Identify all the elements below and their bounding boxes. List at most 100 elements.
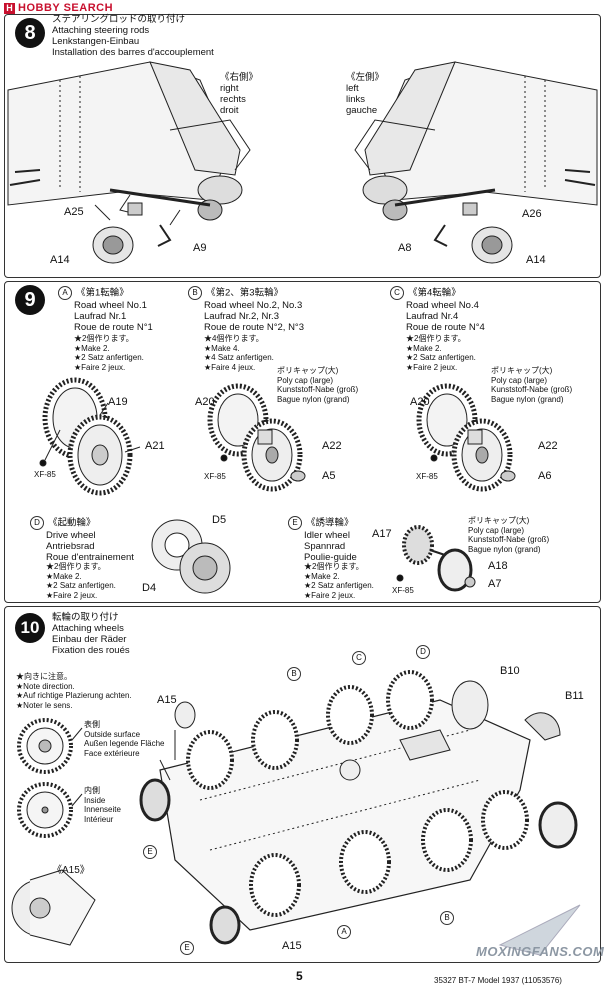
step9-b-notes: ★4個作ります。 ★Make 4. ★4 Satz anfertigen. ★F… bbox=[204, 334, 274, 372]
part-a21: A21 bbox=[145, 440, 165, 452]
right-fr: droit bbox=[220, 105, 239, 116]
page-number: 5 bbox=[296, 969, 303, 983]
polycap-c-jp: ポリキャップ(大) bbox=[491, 366, 553, 375]
right-de: rechts bbox=[220, 94, 246, 105]
part-a20-c: A20 bbox=[410, 396, 430, 408]
c-de: Laufrad Nr.4 bbox=[406, 311, 459, 322]
left-en: left bbox=[346, 83, 359, 94]
polycap-label-b: ポリキャップ(大) Poly cap (large) Kunststoff-Na… bbox=[277, 366, 358, 404]
part-a6: A6 bbox=[538, 470, 552, 482]
d-note-fr: ★Faire 2 jeux. bbox=[46, 590, 98, 600]
sub-a-circle: A bbox=[58, 286, 72, 300]
step9-a-notes: ★2個作ります。 ★Make 2. ★2 Satz anfertigen. ★F… bbox=[74, 334, 144, 372]
right-en: right bbox=[220, 83, 239, 94]
a-note-de: ★2 Satz anfertigen. bbox=[74, 353, 144, 362]
a-note-jp: ★2個作ります。 bbox=[74, 334, 134, 343]
in-en: Inside bbox=[84, 795, 106, 805]
sub-b-bottom-circle: B bbox=[440, 911, 454, 925]
step10-title-fr: Fixation des roués bbox=[52, 645, 130, 656]
out-fr: Face extérieure bbox=[84, 748, 140, 758]
note-fr: ★Noter le sens. bbox=[16, 700, 73, 710]
c-note-fr: ★Faire 2 jeux. bbox=[406, 362, 458, 372]
polycap-e-jp: ポリキャップ(大) bbox=[468, 516, 530, 525]
polycap-label-c: ポリキャップ(大) Poly cap (large) Kunststoff-Na… bbox=[491, 366, 572, 404]
d-note-jp: ★2個作ります。 bbox=[46, 562, 106, 571]
d-en: Drive wheel bbox=[46, 530, 96, 541]
note-en: ★Note direction. bbox=[16, 681, 75, 691]
step9-d-notes: ★2個作ります。 ★Make 2. ★2 Satz anfertigen. ★F… bbox=[46, 562, 116, 600]
step9-b-block: B《第2、第3転輪》 Road wheel No.2, No.3 Laufrad… bbox=[188, 286, 304, 333]
sub-c-circle: C bbox=[390, 286, 404, 300]
e-jp: 《誘導輪》 bbox=[306, 517, 354, 529]
c-jp: 《第4転輪》 bbox=[408, 287, 461, 299]
part-a18: A18 bbox=[488, 560, 508, 572]
step8-title-jp: ステアリングロッドの取り付け bbox=[52, 14, 186, 25]
step9-c-notes: ★2個作ります。 ★Make 2. ★2 Satz anfertigen. ★F… bbox=[406, 334, 476, 372]
polycap-e-fr: Bague nylon (grand) bbox=[468, 544, 541, 554]
step8-title-de: Lenkstangen-Einbau bbox=[52, 36, 140, 47]
b-note-de: ★4 Satz anfertigen. bbox=[204, 353, 274, 362]
out-de: Außen legende Fläche bbox=[84, 739, 165, 748]
sub-c-top-circle: C bbox=[352, 651, 366, 665]
c-fr: Roue de route N°4 bbox=[406, 322, 485, 333]
polycap-c-de: Kunststoff-Nabe (groß) bbox=[491, 385, 573, 394]
part-a7: A7 bbox=[488, 578, 502, 590]
sub-d-top-circle: D bbox=[416, 645, 430, 659]
note-de: ★Auf richtige Plazierung achten. bbox=[16, 691, 132, 700]
part-a8: A8 bbox=[398, 242, 412, 254]
inside-label: 内側 Inside Innenseite Intérieur bbox=[84, 786, 121, 824]
b-fr: Roue de route N°2, N°3 bbox=[204, 322, 305, 333]
part-a22-b: A22 bbox=[322, 440, 342, 452]
part-d4: D4 bbox=[142, 582, 157, 594]
part-a19: A19 bbox=[108, 396, 128, 408]
part-a20-b: A20 bbox=[195, 396, 215, 408]
a-note-fr: ★Faire 2 jeux. bbox=[74, 362, 126, 372]
step8-title-fr: Installation des barres d'accouplement bbox=[52, 47, 214, 58]
step8-title: ステアリングロッドの取り付け Attaching steering rods L… bbox=[52, 14, 214, 58]
polycap-de: Kunststoff-Nabe (groß) bbox=[277, 385, 359, 394]
e-de: Spannrad bbox=[304, 541, 346, 552]
part-a25: A25 bbox=[64, 206, 84, 218]
logo-mark-icon: H bbox=[4, 2, 15, 14]
hobby-search-logo: H HOBBY SEARCH bbox=[4, 2, 113, 14]
sub-b-circle: B bbox=[188, 286, 202, 300]
part-xf85-c: XF-85 bbox=[416, 472, 438, 481]
b-en: Road wheel No.2, No.3 bbox=[204, 300, 303, 311]
step9-e-block: E《誘導輪》 Idler wheel Spannrad Poulie-guide bbox=[288, 516, 357, 563]
watermark-text: MOXINGFANS.COM bbox=[476, 944, 605, 959]
sub-b-top-circle: B bbox=[287, 667, 301, 681]
step10-title-jp: 転輪の取り付け bbox=[52, 612, 119, 623]
part-a9: A9 bbox=[193, 242, 207, 254]
part-xf85-b: XF-85 bbox=[204, 472, 226, 481]
part-xf85-a: XF-85 bbox=[34, 470, 56, 479]
step10-direction-note: ★向きに注意。 ★Note direction. ★Auf richtige P… bbox=[16, 672, 132, 710]
part-a14-left: A14 bbox=[50, 254, 70, 266]
e-fr: Poulie-guide bbox=[304, 552, 357, 563]
a-en: Road wheel No.1 bbox=[74, 300, 147, 311]
e-note-en: ★Make 2. bbox=[304, 571, 340, 581]
b-note-fr: ★Faire 4 jeux. bbox=[204, 362, 256, 372]
left-jp: 《左側》 bbox=[346, 72, 385, 83]
b-jp: 《第2、第3転輪》 bbox=[206, 287, 284, 299]
part-b11: B11 bbox=[565, 690, 584, 702]
a-fr: Roue de route N°1 bbox=[74, 322, 153, 333]
out-en: Outside surface bbox=[84, 729, 141, 739]
d-note-de: ★2 Satz anfertigen. bbox=[46, 581, 116, 590]
part-a5: A5 bbox=[322, 470, 336, 482]
polycap-e-en: Poly cap (large) bbox=[468, 525, 525, 535]
sub-e-circle: E bbox=[288, 516, 302, 530]
polycap-en: Poly cap (large) bbox=[277, 375, 334, 385]
polycap-fr: Bague nylon (grand) bbox=[277, 394, 350, 404]
part-a26: A26 bbox=[522, 208, 542, 220]
sub-e-bottom-circle: E bbox=[180, 941, 194, 955]
in-fr: Intérieur bbox=[84, 814, 114, 824]
c-note-de: ★2 Satz anfertigen. bbox=[406, 353, 476, 362]
polycap-jp: ポリキャップ(大) bbox=[277, 366, 339, 375]
left-de: links bbox=[346, 94, 366, 105]
part-a15-detail: 《A15》 bbox=[52, 865, 90, 876]
step9-number: 9 bbox=[15, 285, 45, 315]
step8-left-label: 《左側》 left links gauche bbox=[346, 72, 384, 116]
step9-e-notes: ★2個作ります。 ★Make 2. ★2 Satz anfertigen. ★F… bbox=[304, 562, 374, 600]
d-fr: Roue d'entrainement bbox=[46, 552, 134, 563]
d-jp: 《起動輪》 bbox=[48, 517, 96, 529]
